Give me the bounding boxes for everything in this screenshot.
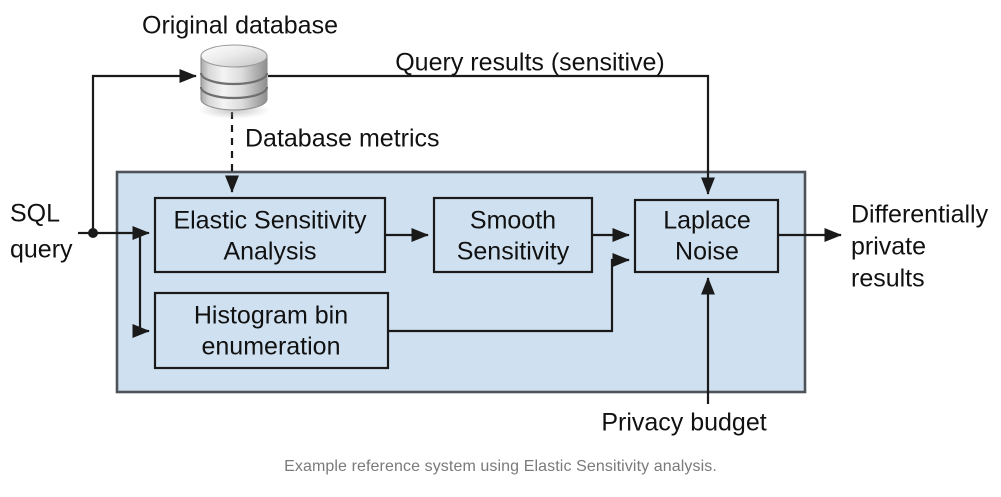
label-elastic-sensitivity-line2: Analysis: [223, 238, 316, 266]
edge-sql-query-to-database: [91, 68, 197, 233]
edge-histogram-to-laplace-noise: [388, 252, 630, 333]
label-histogram-line1: Histogram bin: [194, 302, 348, 330]
node-laplace-noise: [633, 198, 780, 274]
label-laplace-noise-line2: Noise: [675, 238, 739, 266]
label-query-results-sensitive: Query results (sensitive): [395, 49, 665, 77]
label-sql-query-line1: SQL: [10, 200, 60, 228]
database-cylinder-icon: [198, 44, 270, 119]
node-histogram-bin-enumeration: [153, 291, 390, 370]
label-original-database: Original database: [142, 12, 338, 40]
label-histogram-line2: enumeration: [202, 333, 341, 361]
label-laplace-noise-line1: Laplace: [663, 207, 751, 235]
label-sql-query-line2: query: [10, 236, 73, 264]
node-smooth-sensitivity: [432, 196, 594, 274]
label-output-line3: results: [851, 265, 925, 293]
label-privacy-budget: Privacy budget: [601, 409, 766, 437]
label-smooth-sensitivity-line1: Smooth: [470, 207, 556, 235]
edge-query-results-to-laplace-noise: [268, 74, 716, 195]
label-smooth-sensitivity-line2: Sensitivity: [457, 238, 570, 266]
label-output-line2: private: [851, 233, 926, 261]
label-database-metrics: Database metrics: [245, 125, 440, 153]
node-elastic-sensitivity-analysis: [153, 196, 387, 274]
figure-caption: Example reference system using Elastic S…: [284, 458, 717, 475]
label-elastic-sensitivity-line1: Elastic Sensitivity: [173, 207, 367, 235]
edge-sql-query-to-histogram: [132, 233, 150, 339]
label-output-line1: Differentially: [851, 201, 989, 229]
